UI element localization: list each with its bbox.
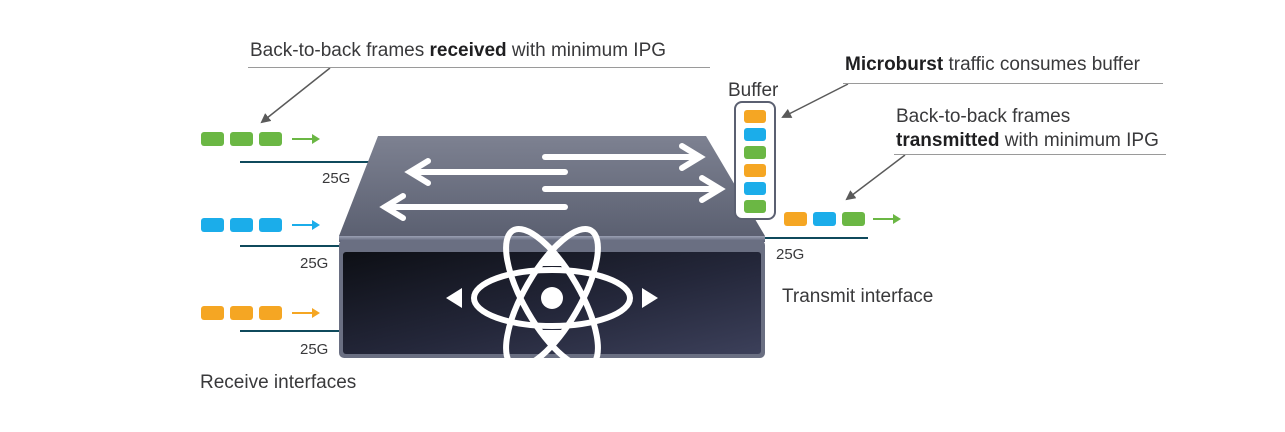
rx3-packets — [201, 306, 282, 320]
tx-speed-label: 25G — [776, 246, 805, 263]
rx1-speed-label: 25G — [322, 170, 351, 187]
switch-fabric-icon — [471, 226, 633, 370]
tx-flow-arrow-head — [893, 214, 901, 224]
buffer-cell — [744, 164, 766, 177]
network-switch-icon — [339, 136, 765, 370]
transmitted-annotation-line2: transmitted with minimum IPG — [896, 130, 1159, 152]
received-annotation-underline — [248, 67, 710, 68]
tx-packet — [784, 212, 807, 226]
received-annotation: Back-to-back frames received with minimu… — [250, 40, 666, 62]
transmitted-annotation-underline — [894, 154, 1166, 155]
transmitted-annotation-line1: Back-to-back frames — [896, 106, 1071, 127]
rx2-packet — [259, 218, 282, 232]
rx2-packets — [201, 218, 282, 232]
receive-interfaces-label: Receive interfaces — [200, 372, 357, 393]
transmit-interface-label: Transmit interface — [782, 286, 934, 307]
buffer-cells — [744, 110, 766, 213]
rx1-packets — [201, 132, 282, 146]
tx-packet — [842, 212, 865, 226]
microburst-annotation-bold: Microburst — [845, 54, 944, 75]
rx3-speed-label: 25G — [300, 341, 329, 358]
transmitted-callout-arrow — [845, 154, 906, 201]
rx1-packet — [201, 132, 224, 146]
buffer-cell — [744, 128, 766, 141]
buffer-cell — [744, 182, 766, 195]
rx1-packet — [230, 132, 253, 146]
received-annotation-prefix: Back-to-back frames — [250, 40, 430, 61]
transmitted-annotation-bold: transmitted — [896, 130, 1000, 151]
tx-packet — [813, 212, 836, 226]
buffer-cell — [744, 110, 766, 123]
rx2-speed-label: 25G — [300, 255, 329, 272]
transmitted-annotation-suffix: with minimum IPG — [999, 130, 1159, 151]
buffer-cell — [744, 146, 766, 159]
rx3-packet — [230, 306, 253, 320]
buffer-cell — [744, 200, 766, 213]
rx3-packet — [259, 306, 282, 320]
microburst-annotation: Microburst traffic consumes buffer — [845, 54, 1140, 76]
rx1-packet — [259, 132, 282, 146]
rx2-packet — [230, 218, 253, 232]
received-annotation-suffix: with minimum IPG — [506, 40, 667, 61]
rx2-flow-arrow-head — [312, 220, 320, 230]
rx3-flow-arrow-head — [312, 308, 320, 318]
microburst-annotation-underline — [843, 83, 1163, 84]
rx3-packet — [201, 306, 224, 320]
received-annotation-bold: received — [429, 40, 507, 61]
rx1-flow-arrow-head — [312, 134, 320, 144]
tx-packets — [784, 212, 865, 226]
buffer-label: Buffer — [728, 80, 779, 101]
rx2-packet — [201, 218, 224, 232]
received-callout-arrow — [260, 67, 331, 124]
microburst-callout-arrow — [781, 83, 849, 118]
microburst-annotation-suffix: traffic consumes buffer — [943, 54, 1140, 75]
